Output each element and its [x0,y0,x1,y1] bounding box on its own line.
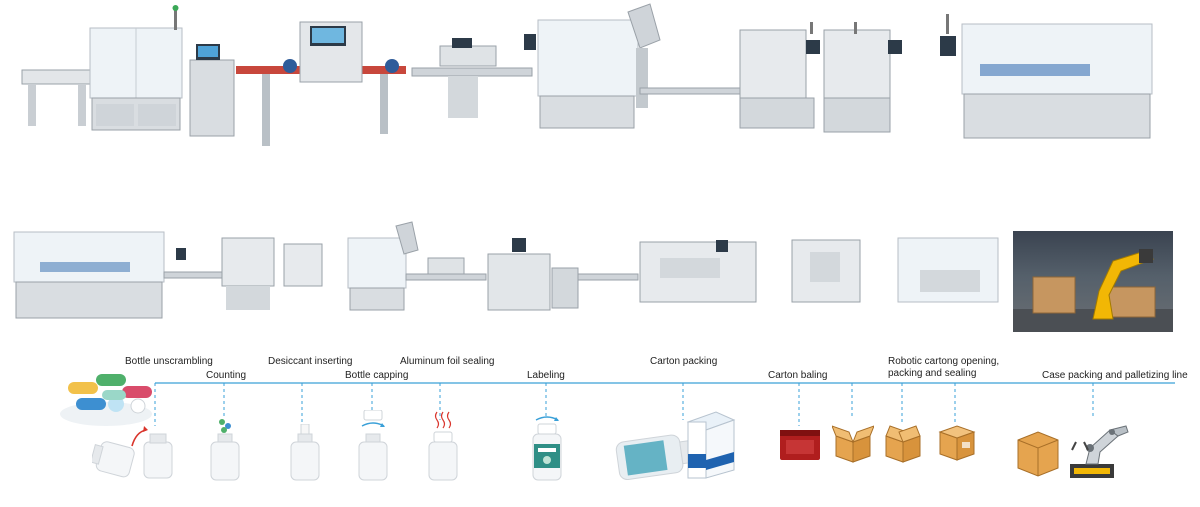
top-cartoner [940,14,1153,139]
carton-pack-icon [615,411,736,481]
bottom-baler [791,239,861,303]
bottom-tablet-counters [176,237,323,310]
top-counting-column [189,44,235,137]
capsules-pile-icon [60,374,152,426]
open-box-icon [885,425,921,463]
step-label-bottle-unscrambling: Bottle unscrambling [125,356,213,367]
bottom-labeler [487,238,579,311]
palletizing-robot-photo [1013,231,1173,332]
bottom-carton-packer [639,240,757,303]
step-label-counting: Counting [206,370,247,381]
step-label-bottle-capping: Bottle capping [345,370,409,381]
top-unscrambler-table [21,69,93,126]
open-box-icon [832,425,874,463]
counting-bottle-icon [210,419,240,481]
bottle-unscrambling-icon [92,426,173,479]
top-tablet-counters [739,22,902,133]
step-label-case-packing-palletizing: Case packing and palletizing line [1042,370,1188,381]
step-label-carton-packing: Carton packing [650,356,718,367]
robot-arm-palletizing-icon [1017,425,1129,478]
step-label-robotic-carton-opening: Robotic cartong opening, [888,356,1000,367]
top-rotary-unscrambler [89,5,183,131]
top-capper [524,3,661,129]
step-label-labeling: Labeling [527,370,565,381]
sealed-box-icon [938,425,976,461]
step-label-carton-baling: Carton baling [768,370,828,381]
bottom-production-line [13,221,999,319]
bottom-capper [347,221,419,311]
step-label-desiccant-inserting: Desiccant inserting [268,356,353,367]
foil-sealing-bottle-icon [428,411,458,481]
bottom-robotic-case-packer [897,237,999,303]
process-flow-line [154,382,1175,426]
bottom-cartoner [13,231,165,319]
step-label-packing-and-sealing: packing and sealing [888,368,977,379]
step-label-aluminum-foil-sealing: Aluminum foil sealing [400,356,495,367]
top-production-line [21,3,1153,146]
bottom-foil-sealer [405,257,487,281]
capping-bottle-icon [358,410,388,481]
labeled-bottle-icon [532,416,562,481]
desiccant-bottle-icon [290,424,320,481]
top-foil-sealer [411,38,533,118]
top-checkweigher [236,21,406,146]
baled-carton-icon [780,430,820,460]
